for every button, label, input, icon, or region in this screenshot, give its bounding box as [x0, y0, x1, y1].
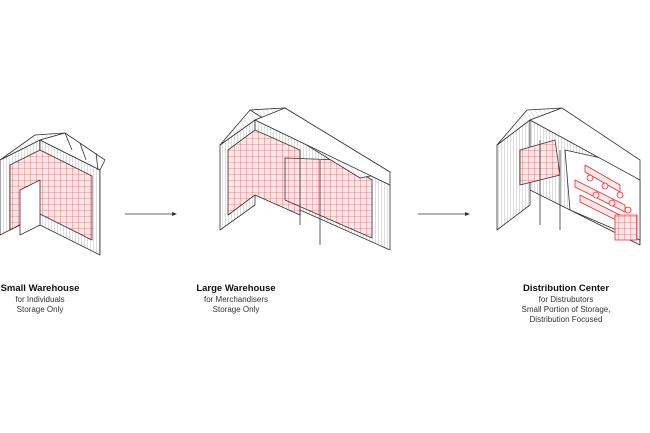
arrow-right-icon [125, 212, 177, 216]
caption-large-warehouse: Large Warehouse for Merchandisers Storag… [156, 283, 316, 315]
distribution-center-illustration [496, 107, 641, 246]
caption-small-warehouse: Small Warehouse for Individuals Storage … [0, 283, 120, 315]
caption-line: Storage Only [212, 305, 260, 314]
caption-line: Distribution Focused [529, 315, 603, 324]
small-warehouse-illustration [0, 132, 106, 256]
caption-line: Small Portion of Storage, [521, 305, 611, 314]
caption-title: Large Warehouse [196, 283, 276, 294]
caption-title: Distribution Center [522, 283, 610, 294]
caption-distribution-center: Distribution Center for Distrubutors Sma… [486, 283, 646, 325]
caption-line: for Individuals [15, 295, 65, 304]
caption-title: Small Warehouse [0, 283, 80, 294]
caption-line: for Merchandisers [203, 295, 269, 304]
caption-line: for Distrubutors [538, 295, 594, 304]
arrow-right-icon [418, 212, 470, 216]
large-warehouse-illustration [219, 107, 391, 251]
caption-line: Storage Only [16, 305, 64, 314]
